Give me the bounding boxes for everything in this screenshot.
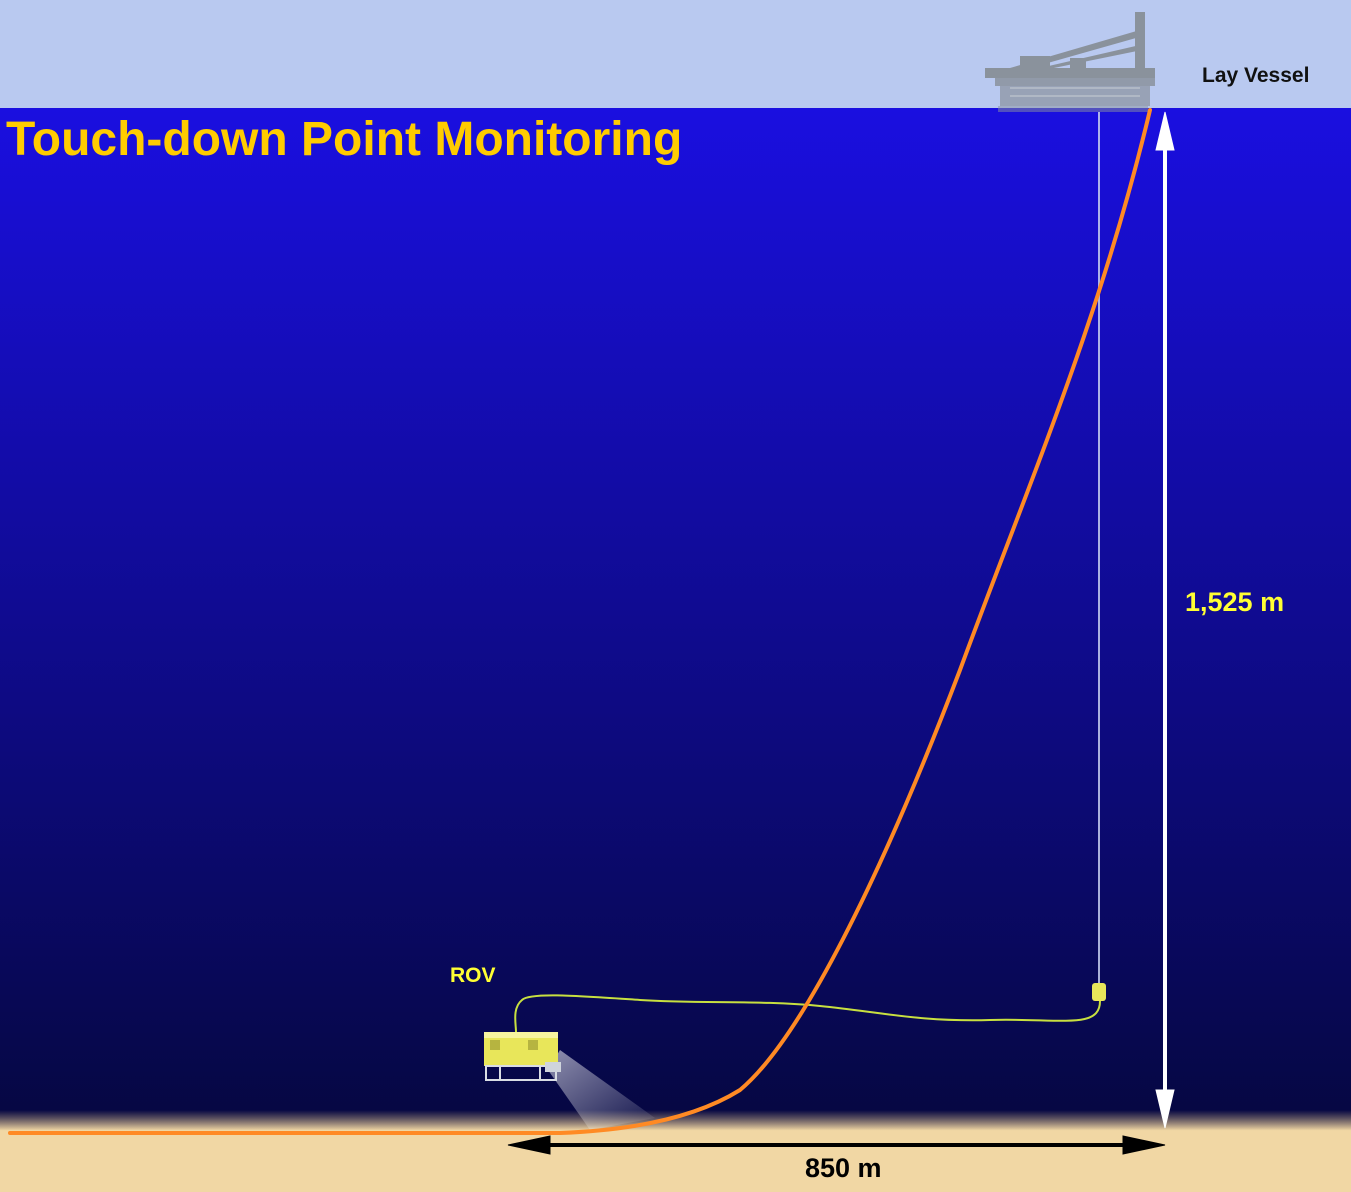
umbilical-cable <box>514 994 1101 1033</box>
diagram-title: Touch-down Point Monitoring <box>6 113 683 166</box>
lay-vessel-label: Lay Vessel <box>1202 64 1310 87</box>
clump-weight-icon <box>1092 983 1106 1001</box>
rov-icon <box>484 1032 561 1081</box>
touchdown-distance-dimension <box>507 1135 1166 1155</box>
pipeline <box>8 108 1152 1135</box>
lay-vessel-icon <box>985 12 1155 112</box>
touchdown-distance-label: 850 m <box>805 1153 882 1183</box>
water-column <box>0 108 1351 1138</box>
water-depth-label: 1,525 m <box>1185 587 1285 617</box>
rov-label: ROV <box>450 964 496 987</box>
seabed <box>0 1110 1351 1192</box>
water-depth-dimension <box>1155 111 1175 1129</box>
rov-light-beam <box>548 1050 655 1130</box>
